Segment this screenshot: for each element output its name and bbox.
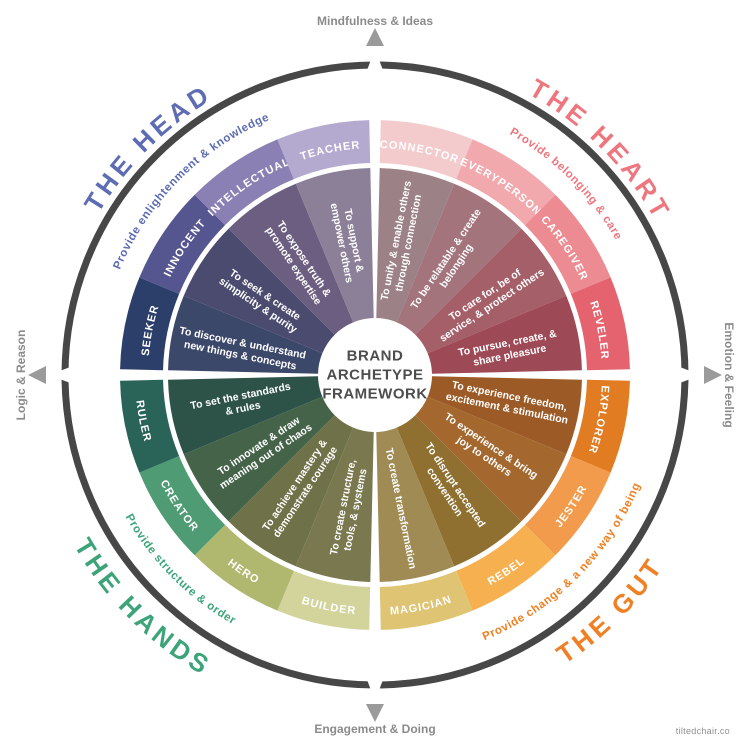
- wedge-ruler: [168, 376, 323, 455]
- axis-label-top: Mindfulness & Ideas: [316, 14, 434, 28]
- wedge-reveler: [427, 295, 582, 374]
- axis-arrow-icon-left: [28, 366, 46, 384]
- axis-label-right: Emotion & Feeling: [722, 322, 736, 428]
- wedge-teacher: [295, 168, 374, 323]
- wedge-intellectual: [228, 183, 354, 335]
- outer-segment-builder: [277, 570, 371, 630]
- outer-segment-jester: [524, 456, 611, 556]
- wedge-seeker: [168, 295, 323, 374]
- axis-arrow-icon-bottom: [366, 704, 384, 722]
- wedge-everyperson: [396, 183, 522, 335]
- outer-segment-connector: [379, 120, 473, 180]
- center-circle: [319, 319, 431, 431]
- axis-label-left: Logic & Reason: [14, 329, 28, 421]
- wedge-creator: [183, 396, 335, 522]
- center-title-line3: FRAMEWORK: [322, 385, 428, 403]
- outer-segment-ruler: [120, 379, 180, 473]
- outer-segment-rebel: [456, 524, 556, 611]
- center-title-line1: BRAND: [346, 347, 404, 365]
- outer-segment-teacher: [277, 120, 371, 180]
- outer-segment-everyperson: [456, 139, 556, 226]
- axis-arrow-white-right: [681, 367, 701, 383]
- outer-segment-magician: [379, 570, 473, 630]
- wedge-caregiver: [415, 228, 567, 354]
- wedge-innocent: [183, 228, 335, 354]
- center-title-line2: ARCHETYPE: [326, 366, 424, 384]
- wedge-connector: [376, 168, 455, 323]
- wedge-rebel: [396, 415, 522, 567]
- wedge-hero: [228, 415, 354, 567]
- axis-arrow-icon-right: [704, 366, 722, 384]
- outer-segment-intellectual: [194, 139, 294, 226]
- inner-outer-separator: [163, 163, 587, 587]
- outer-segment-seeker: [120, 277, 180, 371]
- wedge-jester: [415, 396, 567, 522]
- axis-arrow-white-top: [367, 49, 383, 69]
- outer-segment-explorer: [570, 379, 630, 473]
- quadrant-title-gut: THE GUT: [551, 551, 670, 670]
- wedge-explorer: [427, 376, 582, 455]
- axis-label-bottom: Engagement & Doing: [314, 722, 436, 736]
- center-title: BRAND ARCHETYPE FRAMEWORK: [305, 347, 445, 404]
- watermark: tiltedchair.co: [675, 726, 730, 736]
- axis-arrow-icon-top: [366, 28, 384, 46]
- wedge-builder: [295, 427, 374, 582]
- outer-segment-creator: [139, 456, 226, 556]
- outer-segment-hero: [194, 524, 294, 611]
- outer-segment-innocent: [139, 194, 226, 294]
- wedge-magician: [376, 427, 455, 582]
- axis-arrow-white-left: [49, 367, 69, 383]
- axis-arrow-white-bottom: [367, 681, 383, 701]
- outer-segment-caregiver: [524, 194, 611, 294]
- outer-segment-reveler: [570, 277, 630, 371]
